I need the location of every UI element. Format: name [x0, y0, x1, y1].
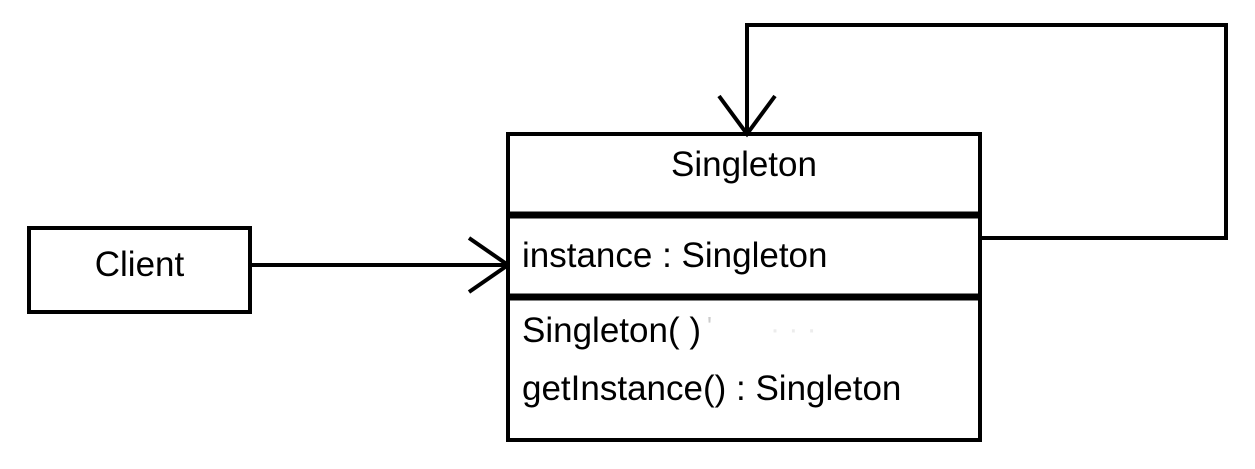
singleton-operation-get-instance: getInstance() : Singleton — [522, 369, 902, 408]
class-box-client[interactable] — [27, 226, 252, 314]
class-box-singleton[interactable] — [506, 132, 982, 442]
singleton-box-outline — [506, 132, 982, 442]
association-singleton-self-reference[interactable] — [717, 23, 1228, 240]
arrowhead-open-stick-self-reference — [717, 94, 777, 138]
singleton-operation-constructor: Singleton( ) — [522, 311, 701, 350]
client-class-name: Client — [94, 245, 185, 284]
client-box-outline — [27, 226, 252, 314]
singleton-class-name: Singleton — [671, 145, 817, 184]
association-client-to-singleton[interactable] — [250, 236, 512, 294]
singleton-attribute-instance: instance : Singleton — [522, 236, 828, 275]
